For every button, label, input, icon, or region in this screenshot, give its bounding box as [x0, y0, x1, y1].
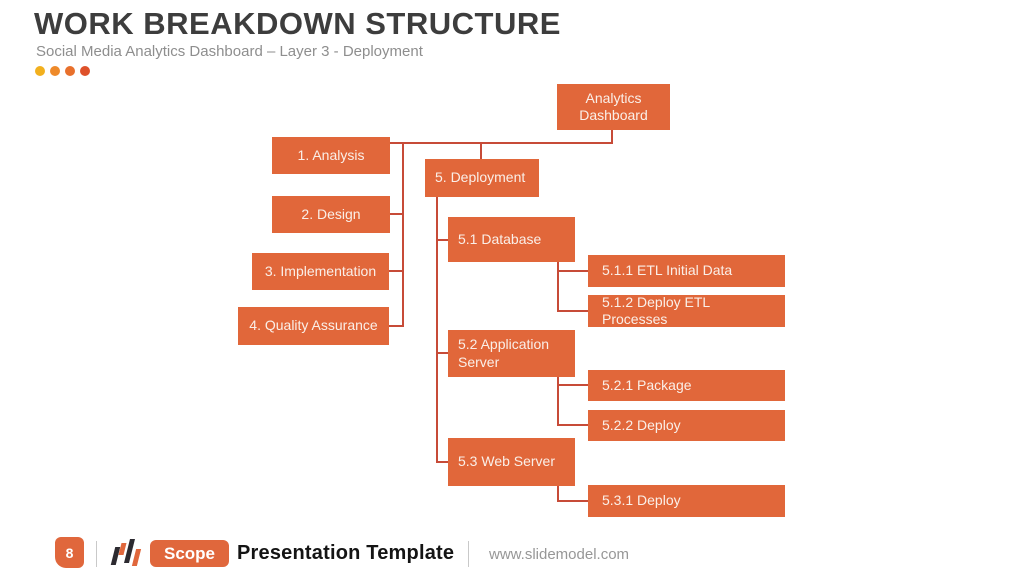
connector-task-521-stub [557, 384, 588, 386]
node-analytics-dashboard: Analytics Dashboard [557, 84, 670, 130]
node-deploy-app: 5.2.2 Deploy [588, 410, 785, 441]
node-implementation: 3. Implementation [252, 253, 389, 290]
accent-dot-icon [35, 66, 45, 76]
node-deploy-etl-processes: 5.1.2 Deploy ETL Processes [588, 294, 785, 327]
connector-main-horizontal [390, 142, 613, 144]
node-deploy-web: 5.3.1 Deploy [588, 485, 785, 517]
connector-root-drop [611, 130, 613, 143]
slidemodel-logo-icon [110, 537, 146, 569]
connector-webserver-child-spine [557, 486, 559, 502]
node-application-server: 5.2 Application Server [448, 330, 575, 377]
accent-dots [35, 66, 90, 76]
website-url: www.slidemodel.com [489, 546, 630, 563]
node-quality-assurance: 4. Quality Assurance [238, 307, 389, 345]
connector-task-512-stub [557, 310, 588, 312]
scope-brand-badge: Scope [150, 540, 229, 567]
footer-divider [96, 541, 97, 567]
connector-task-531-stub [557, 500, 588, 502]
page-title: WORK BREAKDOWN STRUCTURE [34, 6, 561, 41]
connector-left-spine [402, 142, 404, 327]
connector-design-stub [389, 213, 403, 215]
page-subtitle: Social Media Analytics Dashboard – Layer… [36, 43, 423, 60]
node-web-server: 5.3 Web Server [448, 438, 575, 486]
connector-task-511-stub [557, 270, 588, 272]
node-database: 5.1 Database [448, 217, 575, 262]
connector-task-522-stub [557, 424, 588, 426]
node-analysis: 1. Analysis [272, 137, 390, 174]
connector-deployment-spine [436, 197, 438, 462]
connector-qa-stub [389, 325, 403, 327]
footer-divider [468, 541, 469, 567]
node-design: 2. Design [272, 196, 390, 233]
node-etl-initial-data: 5.1.1 ETL Initial Data [588, 255, 785, 287]
accent-dot-icon [50, 66, 60, 76]
connector-webserver-stub [436, 461, 448, 463]
connector-appserver-child-spine [557, 377, 559, 426]
page-number-badge: 8 [55, 537, 84, 568]
connector-deployment-drop [480, 142, 482, 160]
connector-database-child-spine [557, 262, 559, 312]
node-deployment: 5. Deployment [425, 159, 539, 197]
node-package: 5.2.1 Package [588, 370, 785, 401]
connector-implementation-stub [389, 270, 403, 272]
connector-database-stub [436, 239, 448, 241]
accent-dot-icon [65, 66, 75, 76]
connector-appserver-stub [436, 352, 448, 354]
brand-title: Presentation Template [237, 542, 455, 564]
accent-dot-icon [80, 66, 90, 76]
